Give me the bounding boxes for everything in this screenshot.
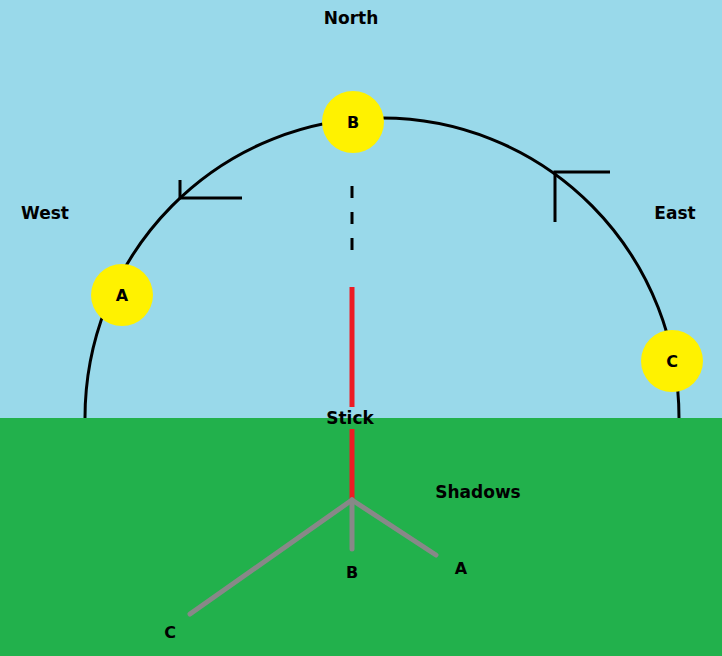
sun-letter: A [116,286,128,305]
shadow-letter: B [346,563,358,582]
sky [0,0,722,418]
shadows-label: Shadows [435,482,521,502]
sun-circle: B [321,90,385,154]
direction-label: West [21,203,69,223]
shadow-letter: C [164,623,176,642]
shadow-letter: A [455,559,467,578]
sun-circle: A [90,263,154,327]
stick [350,287,355,499]
shadow-line [350,500,355,549]
sun-letter: C [666,352,678,371]
sun-disc [641,330,703,392]
direction-label: East [654,203,695,223]
stick-label: Stick [323,407,377,429]
sun-path-arc [85,118,679,418]
shadow-line [190,500,352,614]
sun-disc [322,91,384,153]
direction-label: North [324,8,379,28]
ground [0,418,722,656]
sun-letter: B [347,113,359,132]
direction-arrow [180,180,242,198]
sun-disc [91,264,153,326]
sun-circle: C [640,329,704,393]
dashed-line [351,186,354,264]
direction-arrow [555,172,610,222]
shadow-line [352,500,436,555]
